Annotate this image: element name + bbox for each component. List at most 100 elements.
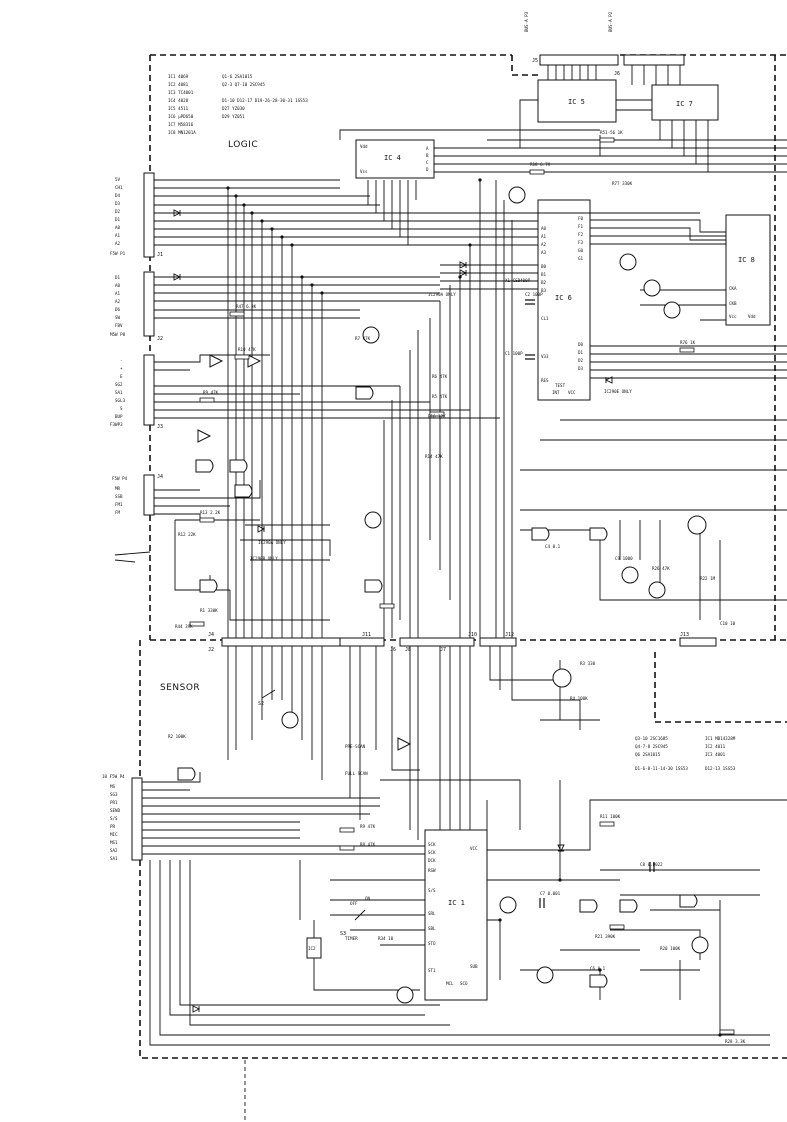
- ic6-pin: B0: [541, 264, 547, 269]
- sensor-j1-pin-label: SEND: [110, 808, 121, 813]
- logic-wiring: [154, 65, 787, 638]
- ic6-pin: A2: [541, 242, 547, 247]
- j1-pin-label: D3: [115, 201, 121, 206]
- part-list-line: D1-10 D12-17 D19-26-28-30-31 1SS53: [222, 98, 308, 103]
- sensor-gate: [397, 737, 412, 751]
- sensor-ic1-pin: SCK: [428, 842, 436, 847]
- option-notes: IC290A ONLY IC290E ONLY IC290A ONLY IC29…: [250, 292, 632, 561]
- j1-pin-label: D4: [115, 193, 121, 198]
- logic-parts-list: IC1 4069 IC2 4081 IC3 TC4001 IC4 4028 IC…: [168, 74, 308, 135]
- sensor-controls: S2 S3 PRE-SCAN FULL SCAN OFF ON TIMER: [258, 701, 371, 941]
- transistor-q5: [643, 279, 661, 297]
- sensor-ic1-pin: SCO: [460, 981, 468, 986]
- top-connectors: BUS-A P3 BUS-A P2 J5 J6: [524, 11, 685, 77]
- ic7-label: IC 7: [676, 100, 693, 108]
- sensor-parts-list: Q3-10 2SC1685 Q4-7-8 2SC945 Q6 2SA1015 I…: [635, 736, 736, 771]
- resistor-r44: [189, 621, 205, 627]
- j4-pin-label: F5W P4: [112, 476, 128, 481]
- ic6-pin: G0: [578, 248, 584, 253]
- and-gate: [234, 484, 253, 498]
- part-list-line: D27 YZ030: [222, 106, 245, 111]
- part-list-line: Q2-3 Q7-10 2SC945: [222, 82, 265, 87]
- ic8-pin: CKA: [729, 286, 737, 291]
- sensor-nor-gate: [619, 899, 638, 913]
- switch-on-label: ON: [365, 896, 371, 901]
- interboard-connector-j9: [399, 637, 475, 647]
- ic4-pin: C: [426, 160, 429, 165]
- nor-gate: [199, 579, 218, 593]
- switch-s3-label: S3: [340, 931, 346, 937]
- connector-j3-body: [143, 354, 155, 426]
- sensor-transistor-q6: [499, 896, 517, 914]
- ic6-pin: A3: [541, 250, 547, 255]
- sensor-j1-pin-label: 10 F5W P4: [102, 774, 125, 779]
- value-label: R21 390K: [595, 934, 616, 939]
- value-label: C7 0.001: [540, 891, 561, 896]
- j2-pin-label: FBV: [115, 323, 123, 328]
- interboard-connector-row: J4 J2 J11 J6 J10 J12 J13 J8 J7: [208, 632, 717, 653]
- diode-d16: [192, 1005, 201, 1013]
- logic-board-outline: [149, 54, 787, 641]
- ic8-pin: Vcc: [729, 314, 737, 319]
- sensor-transistor-q7: [536, 966, 554, 984]
- ic6-pin: F2: [578, 232, 584, 237]
- timer-label: TIMER: [345, 936, 358, 941]
- j3-pin-label: SGL3: [115, 398, 126, 403]
- sensor-j1-pin-label: SG3: [110, 792, 118, 797]
- value-label: R76 1K: [680, 340, 696, 345]
- sensor-j1-pin-label: MS: [110, 784, 116, 789]
- sensor-transistor-q4: [281, 711, 299, 729]
- part-list-line: IC6 μPD650: [168, 114, 194, 119]
- value-label: C10 10: [720, 621, 736, 626]
- switch-s2[interactable]: [261, 689, 276, 699]
- j1-pin-label: CH1: [115, 185, 123, 190]
- transistor-q9: [648, 581, 666, 599]
- ic-blocks: IC 4 Vdd Vss A B C D IC 5 IC 7 IC 6 A0 A…: [306, 79, 771, 1001]
- connector-label-j6: J6: [614, 71, 620, 77]
- ic6-pin: CL1: [541, 316, 549, 321]
- j3-pin-label: SA1: [115, 390, 123, 395]
- nand-gate: [531, 527, 550, 541]
- j2-pin-label: M5W P8: [110, 332, 126, 337]
- diode-d25: [459, 261, 468, 269]
- ic4-pin: Vss: [360, 169, 368, 174]
- pre-scan-label: PRE-SCAN: [345, 744, 366, 749]
- capacitor-c8: [649, 862, 655, 872]
- sensor-ic1-pin: S/S: [428, 888, 436, 893]
- logic-section-title: LOGIC: [228, 140, 258, 150]
- sensor-ic1-pin: SRL: [428, 911, 436, 916]
- part-list-line: Q6 2SA1015: [635, 752, 661, 757]
- switch-off-label: OFF: [350, 901, 358, 906]
- transistor-q3: [508, 186, 526, 204]
- diode-d12: [257, 525, 266, 533]
- resistor-r8-sensor: [339, 845, 355, 851]
- part-list-line: Q3-10 2SC1685: [635, 736, 668, 741]
- ic4-pin: D: [426, 167, 429, 172]
- j3-pin-label: F3WP3: [110, 422, 123, 427]
- connector-j1-body: [143, 172, 155, 258]
- connector-j5-header: [539, 54, 619, 66]
- component-symbols: [173, 137, 735, 1035]
- j3-pin-label: +: [120, 366, 123, 371]
- nor-gate: [355, 386, 374, 400]
- j1-pin-label: A2: [115, 241, 121, 246]
- switch-s3[interactable]: [354, 909, 366, 921]
- option-note: IC290B ONLY: [250, 556, 278, 561]
- switch-s2-label: S2: [258, 701, 264, 707]
- ic8-label: IC 8: [738, 256, 755, 264]
- junction-dots: [226, 178, 722, 1037]
- resistor-r9: [199, 397, 215, 403]
- sensor-j1-pin-label: MIC: [110, 832, 118, 837]
- value-label: R16 12K: [428, 414, 446, 419]
- j2-pin-label: D6: [115, 307, 121, 312]
- connector-label-j8: J8: [405, 647, 411, 653]
- diode-d2: [173, 273, 182, 281]
- sensor-ic1-pin: STO: [428, 941, 436, 946]
- part-list-line: IC3 TC4001: [168, 90, 194, 95]
- j3-pin-label: -: [120, 358, 123, 363]
- sensor-section-title: SENSOR: [160, 683, 200, 693]
- ic8-pin: Vdd: [748, 314, 756, 319]
- diode-d1: [173, 209, 182, 217]
- connector-j6-header: [623, 54, 685, 66]
- resistor-r11-sensor: [599, 821, 615, 827]
